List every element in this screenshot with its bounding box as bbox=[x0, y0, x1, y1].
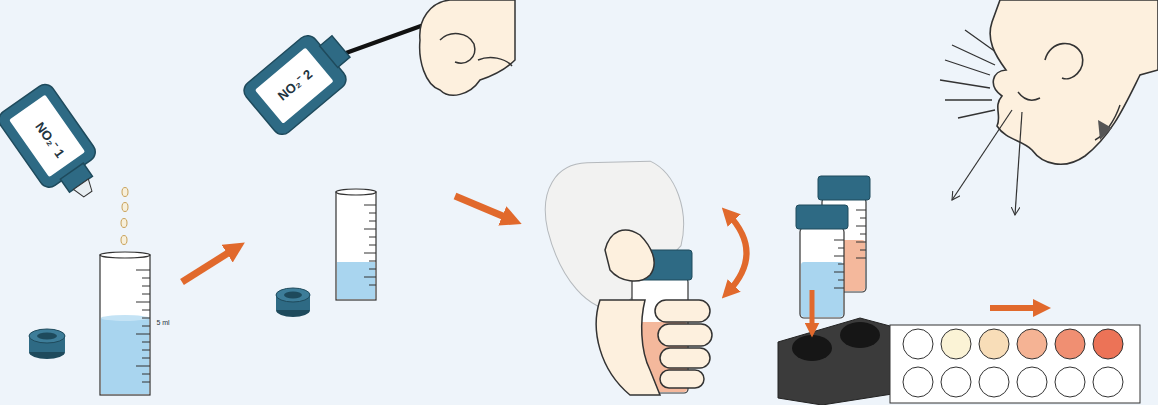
reagent-bottle bbox=[0, 81, 114, 213]
step-arrow bbox=[455, 196, 512, 220]
color-chart bbox=[890, 325, 1140, 403]
shake-arrow bbox=[728, 214, 747, 292]
blank-tube bbox=[796, 205, 848, 318]
insert-arrow bbox=[810, 290, 815, 330]
cylinder-cap bbox=[29, 329, 65, 359]
hand bbox=[596, 230, 712, 395]
comparator-block bbox=[778, 318, 905, 405]
hand bbox=[420, 0, 515, 95]
step-arrow bbox=[990, 305, 1042, 311]
graduated-cylinder bbox=[100, 252, 150, 395]
bottle-label: NO₂⁻ 1 bbox=[33, 120, 67, 160]
drops bbox=[121, 188, 128, 245]
graduated-cylinder bbox=[336, 189, 376, 300]
reagent-bottle bbox=[240, 22, 362, 139]
observer-face bbox=[940, 0, 1158, 215]
cylinder-cap bbox=[276, 288, 310, 317]
step-arrow bbox=[182, 248, 236, 282]
volume-mark: 5 ml bbox=[156, 319, 169, 326]
bottle-label: NO₂⁻ 2 bbox=[275, 67, 314, 103]
